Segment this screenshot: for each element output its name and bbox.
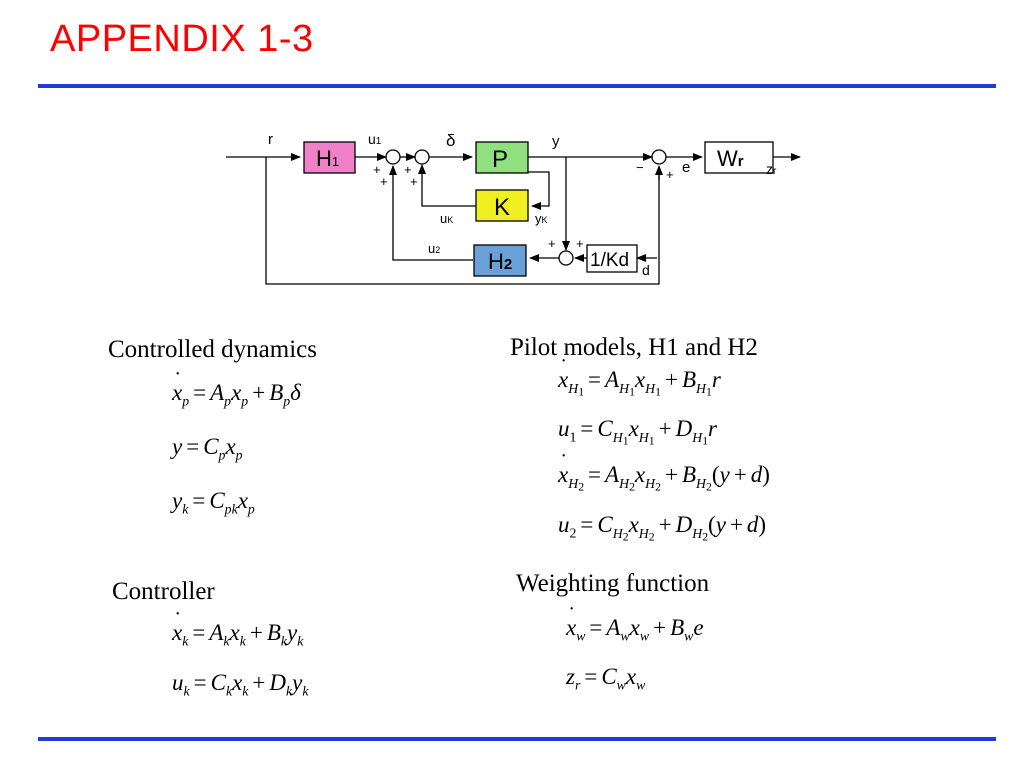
block-diagram: H1 P K H2 Wr 1/Kd r u1 δ y e zr uK yK u2… <box>226 131 801 285</box>
signal-delta: δ <box>446 131 455 150</box>
equation-uk: uk=Ckxk+Dkyk <box>172 670 309 699</box>
equation-u2: u2=CH2xH2+DH2(y+d) <box>558 512 767 543</box>
equation-u1: u1=CH1xH1+DH1r <box>558 416 717 447</box>
sign-sum1-bottom: + <box>380 174 388 189</box>
sign-sum2-bottom: + <box>410 174 418 189</box>
signal-e: e <box>682 159 690 176</box>
k-label: K <box>494 194 510 221</box>
sign-sum3-minus: − <box>636 160 644 175</box>
equation-xp-dot: xp=Apxp+Bpδ <box>172 367 301 408</box>
equation-xw-dot: xw=Awxw+Bwe <box>566 602 704 643</box>
wr-label: Wr <box>717 146 744 171</box>
equation-xk-dot: xk=Akxk+Bkyk <box>172 607 303 648</box>
h1-label: H1 <box>316 146 339 171</box>
wr-block <box>704 141 774 174</box>
h1-block <box>303 141 356 174</box>
sign-sum4-left: + <box>548 236 556 251</box>
kd-block <box>586 244 638 273</box>
signal-u2: u2 <box>428 241 440 256</box>
section-pilot-models: Pilot models, H1 and H2 <box>510 334 758 361</box>
top-rule <box>38 84 996 88</box>
section-weighting-function: Weighting function <box>516 570 710 597</box>
equation-y: y=Cpxp <box>172 434 243 463</box>
sign-sum4-right: + <box>576 236 584 251</box>
kd-label: 1/Kd <box>590 250 629 271</box>
sign-sum1-left: + <box>373 162 381 177</box>
section-controller: Controller <box>112 578 215 605</box>
signal-uk: uK <box>440 211 453 226</box>
equation-zr: zr=Cwxw <box>566 664 646 693</box>
h2-block <box>473 244 527 277</box>
sign-sum3-plus: + <box>666 167 674 182</box>
signal-r: r <box>268 131 273 148</box>
equation-xh1-dot: xH1=AH1xH1+BH1r <box>558 354 721 397</box>
signal-y: y <box>552 133 560 150</box>
section-controlled-dynamics: Controlled dynamics <box>108 336 317 363</box>
signal-u1: u1 <box>368 131 382 147</box>
k-block <box>475 189 529 222</box>
p-label: P <box>492 146 508 173</box>
equation-xh2-dot: xH2=AH2xH2+BH2(y+d) <box>558 449 770 492</box>
signal-d: d <box>642 262 650 278</box>
p-block <box>475 141 529 174</box>
equation-yk: yk=Cpkxp <box>172 488 255 517</box>
signal-zr: zr <box>766 161 777 177</box>
page-title: APPENDIX 1-3 <box>50 18 314 60</box>
sign-sum2-left: + <box>404 162 412 177</box>
signal-yk: yK <box>535 211 548 226</box>
bottom-rule <box>38 737 996 741</box>
h2-label: H2 <box>488 249 512 274</box>
